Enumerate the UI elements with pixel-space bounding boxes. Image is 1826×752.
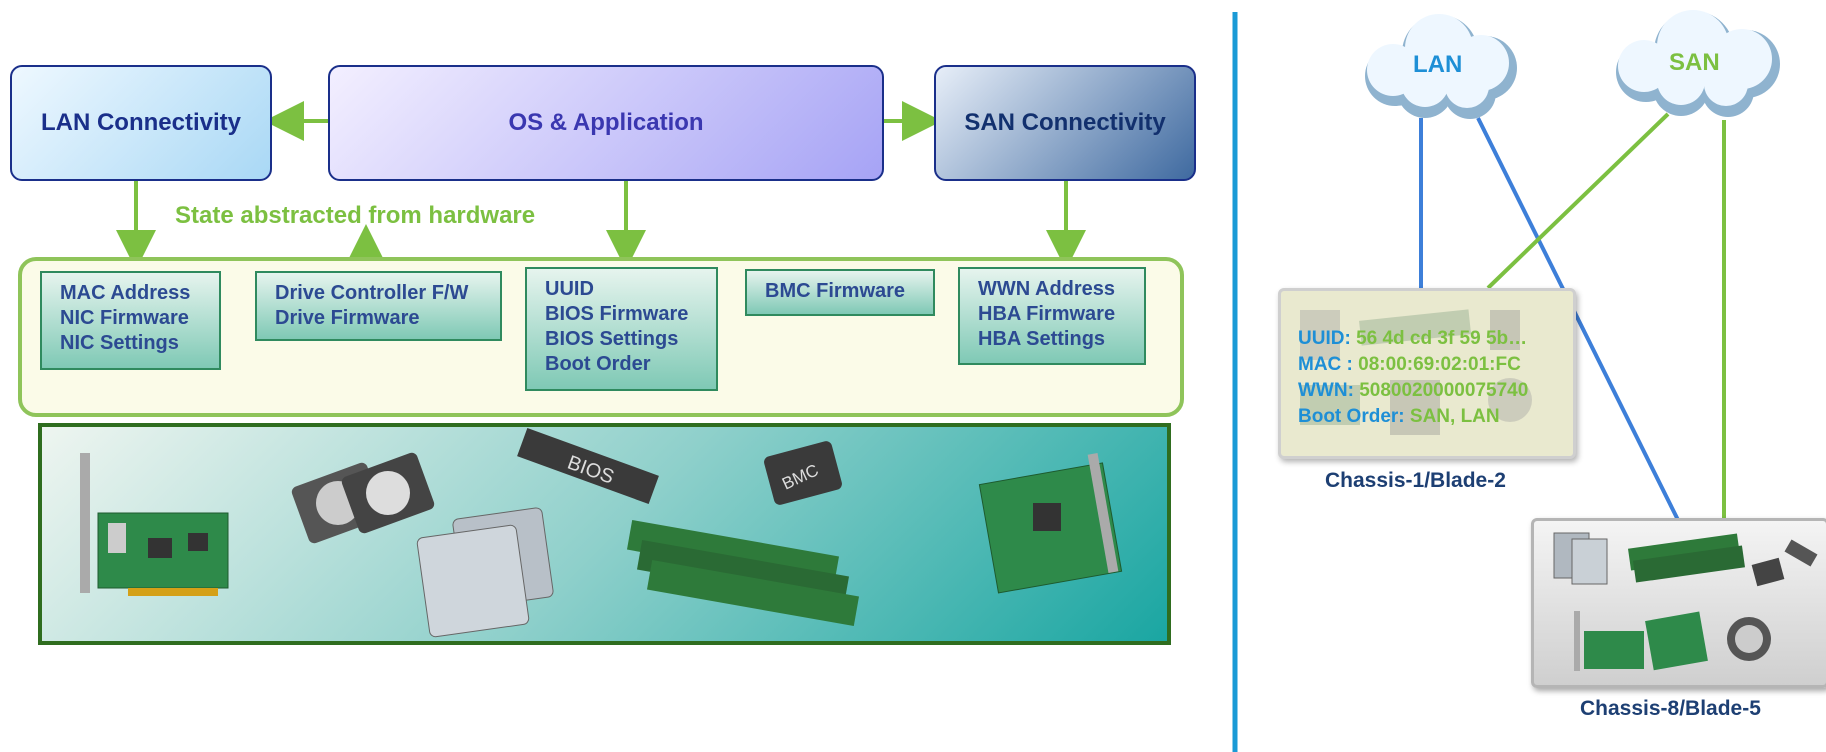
blade-2-hardware-icon bbox=[1553, 532, 1818, 671]
state-box-nic: MAC Address NIC Firmware NIC Settings bbox=[40, 271, 221, 370]
os-application-box: OS & Application bbox=[328, 65, 884, 181]
lan-connectivity-label: LAN Connectivity bbox=[40, 109, 241, 136]
state-line: NIC Settings bbox=[60, 332, 179, 354]
state-box-bios: UUID BIOS Firmware BIOS Settings Boot Or… bbox=[525, 267, 718, 391]
mac-key: MAC : bbox=[1298, 354, 1353, 375]
lan-link bbox=[1476, 117, 1680, 521]
hardware-illustrations: BIOS BMC bbox=[80, 427, 1123, 638]
mac-value: 08:00:69:02:01:FC bbox=[1358, 354, 1521, 375]
bios-chip-icon: BIOS bbox=[517, 427, 659, 505]
state-line: BIOS Firmware bbox=[545, 303, 689, 325]
state-line: NIC Firmware bbox=[60, 307, 189, 329]
hard-drive-icon bbox=[291, 452, 435, 544]
wwn-key: WWN: bbox=[1298, 380, 1354, 401]
state-box-bmc: BMC Firmware bbox=[745, 269, 935, 316]
lan-cloud-label: LAN bbox=[1413, 51, 1463, 78]
boot-order-row: Boot Order: SAN, LAN bbox=[1298, 404, 1528, 430]
state-line: Drive Firmware bbox=[275, 307, 420, 329]
state-line: BIOS Settings bbox=[545, 328, 679, 350]
wwn-row: WWN: 5080020000075740 bbox=[1298, 378, 1528, 404]
state-line: UUID bbox=[545, 278, 594, 300]
boot-order-value: SAN, LAN bbox=[1409, 406, 1500, 427]
state-line: HBA Firmware bbox=[978, 303, 1116, 325]
os-application-label: OS & Application bbox=[508, 109, 704, 136]
uuid-key: UUID: bbox=[1298, 328, 1351, 349]
uuid-row: UUID: 56 4d cd 3f 59 5b… bbox=[1298, 326, 1528, 352]
memory-module-icon bbox=[626, 519, 860, 627]
blade-1-card bbox=[1278, 288, 1576, 459]
state-line: Boot Order bbox=[545, 353, 651, 375]
state-box-hba: WWN Address HBA Firmware HBA Settings bbox=[958, 267, 1146, 365]
nic-card-icon bbox=[80, 453, 229, 596]
abstraction-label: State abstracted from hardware bbox=[175, 202, 536, 229]
state-line: MAC Address bbox=[60, 282, 191, 304]
lan-connectivity-box: LAN Connectivity bbox=[10, 65, 272, 181]
state-line: BMC Firmware bbox=[765, 280, 906, 302]
state-line: HBA Settings bbox=[978, 328, 1106, 350]
blade-1-caption: Chassis-1/Blade-2 bbox=[1325, 469, 1506, 492]
blade-1-profile: UUID: 56 4d cd 3f 59 5b… MAC : 08:00:69:… bbox=[1298, 326, 1528, 430]
boot-order-key: Boot Order: bbox=[1298, 406, 1405, 427]
bmc-chip-icon: BMC bbox=[764, 441, 842, 505]
san-link bbox=[1486, 112, 1670, 290]
mac-row: MAC : 08:00:69:02:01:FC bbox=[1298, 352, 1528, 378]
lan-cloud-icon bbox=[1365, 14, 1517, 119]
san-cloud-icon bbox=[1616, 10, 1780, 117]
hba-card-icon bbox=[978, 453, 1123, 594]
state-box-drive: Drive Controller F/W Drive Firmware bbox=[255, 271, 502, 341]
cpu-icon bbox=[416, 507, 554, 638]
blade-1-hardware-icon bbox=[1300, 309, 1532, 435]
san-connectivity-box: SAN Connectivity bbox=[934, 65, 1196, 181]
state-line: Drive Controller F/W bbox=[275, 282, 469, 304]
san-cloud-label: SAN bbox=[1669, 49, 1720, 76]
wwn-value: 5080020000075740 bbox=[1359, 380, 1529, 401]
blade-2-caption: Chassis-8/Blade-5 bbox=[1580, 697, 1761, 720]
state-line: WWN Address bbox=[978, 278, 1116, 300]
uuid-value: 56 4d cd 3f 59 5b… bbox=[1356, 328, 1528, 349]
san-connectivity-label: SAN Connectivity bbox=[964, 109, 1166, 136]
